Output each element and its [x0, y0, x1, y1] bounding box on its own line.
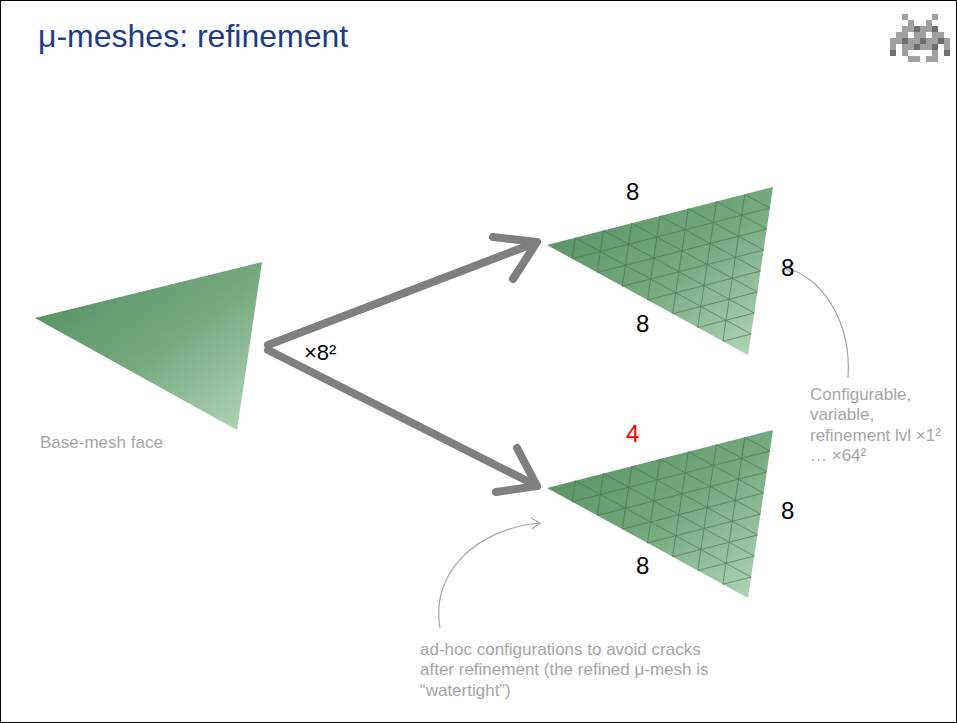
- edge-level: 4: [626, 420, 639, 448]
- grid-line: [698, 445, 717, 571]
- invader-icon: [890, 14, 950, 62]
- grid-line: [622, 223, 631, 286]
- grid-line: [572, 238, 575, 259]
- grid-line: [688, 209, 763, 250]
- refined-triangle: [547, 430, 773, 598]
- slide-title: μ-meshes: refinement: [38, 18, 348, 55]
- grid-line: [597, 229, 767, 273]
- grid-line: [723, 437, 745, 584]
- base-triangle: [35, 262, 262, 430]
- grid-line: [604, 474, 755, 557]
- grid-line: [723, 334, 751, 341]
- refine-factor: ×8²: [304, 340, 336, 365]
- callout-note: ad-hoc configurations to avoid cracks af…: [420, 640, 720, 701]
- grid-line: [673, 292, 758, 314]
- refinement-grid: [572, 437, 770, 584]
- grid-line: [622, 250, 763, 286]
- grid-line: [572, 208, 770, 259]
- grid-line: [575, 481, 751, 577]
- edge-level: 8: [636, 552, 649, 580]
- edge-level: 8: [781, 497, 794, 525]
- grid-line: [575, 238, 751, 334]
- caption-label: Base-mesh face: [40, 433, 163, 453]
- edge-level: 8: [636, 310, 649, 338]
- callout-note: Configurable, variable, refinement lvl ×…: [810, 385, 950, 467]
- edge-level: 8: [626, 178, 639, 206]
- grid-line: [673, 535, 758, 557]
- grid-line: [688, 452, 763, 493]
- edge-level: 8: [781, 254, 794, 282]
- grid-line: [622, 493, 763, 529]
- grid-line: [723, 577, 751, 584]
- grid-line: [622, 466, 631, 529]
- grid-line: [723, 194, 745, 341]
- refined-triangle: [547, 187, 773, 355]
- grid-line: [572, 451, 770, 502]
- refinement-grid: [572, 194, 770, 341]
- grid-line: [698, 202, 717, 328]
- grid-line: [604, 231, 755, 314]
- leader-lines: [439, 263, 849, 628]
- grid-line: [572, 481, 575, 502]
- grid-line: [745, 194, 770, 208]
- refine-arrows: [268, 237, 537, 492]
- grid-line: [597, 472, 767, 516]
- grid-line: [745, 437, 770, 451]
